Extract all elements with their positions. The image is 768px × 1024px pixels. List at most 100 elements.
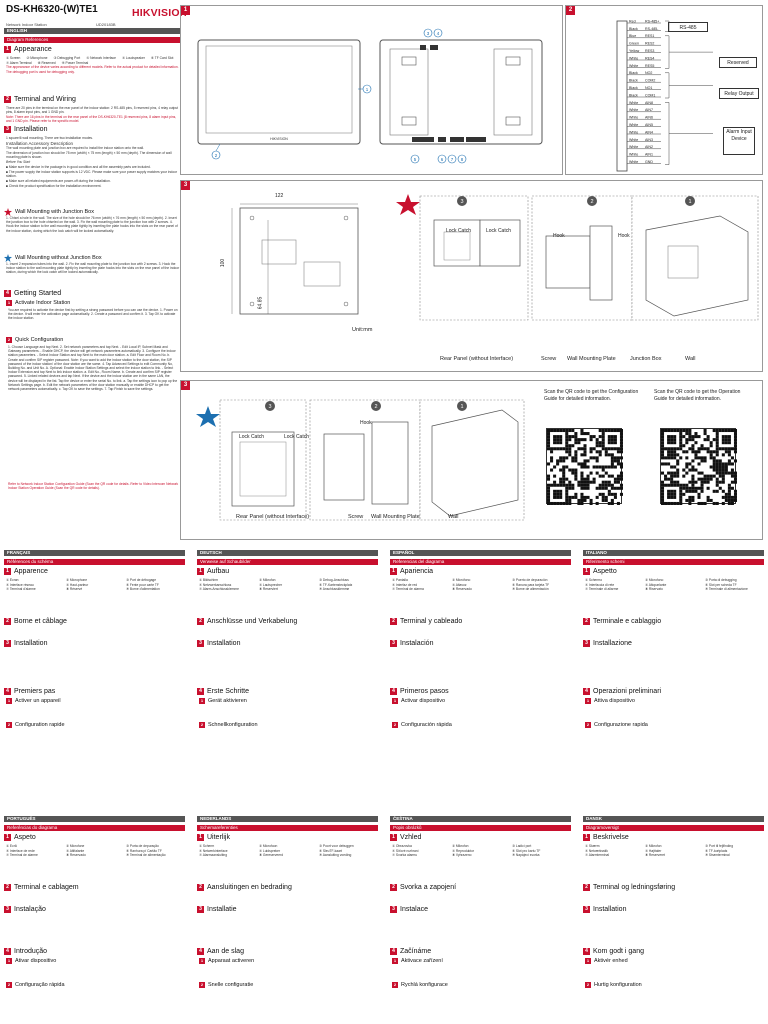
component-item: ⑦ Terminal de alarma	[392, 587, 424, 592]
wall-plate-label: Wall Mounting Plate	[567, 356, 616, 362]
section-title: Snelle configuratie	[208, 982, 254, 988]
diagram-references-bar: Referencias del diagrama	[390, 559, 571, 565]
component-item: ⑥ Ranura para tarjeta TF	[512, 582, 550, 587]
wire-color: Black	[629, 27, 638, 31]
component-network: ④ Network Interface	[86, 56, 116, 60]
component-item: ① Skærm	[585, 844, 600, 848]
installation-with-box-diagram: 3 2 1	[231, 194, 759, 321]
lock-catch-label-2: Lock Catch	[486, 228, 512, 234]
section-number: 1	[4, 46, 11, 53]
wire-color: White	[629, 116, 638, 120]
section-title: Configuración rápida	[401, 722, 452, 728]
qr-code-configuration[interactable]	[546, 428, 623, 505]
svg-text:7: 7	[451, 157, 454, 162]
component-item: ⑨ Aansluiting voeding	[319, 853, 352, 858]
wire-color: Red	[629, 19, 636, 23]
component-item: ⑦ Terminal de alarme	[6, 853, 38, 858]
screw-label-2: Screw	[348, 514, 364, 520]
section-title: Aan de slag	[207, 948, 244, 955]
section-number: 2	[4, 884, 11, 891]
svg-text:8: 8	[461, 157, 464, 162]
component-item: ① Bildschirm	[199, 578, 219, 582]
component-item: ② Microfono	[645, 578, 664, 582]
component-item: ⑦ Alarm-Anschlussklemme	[199, 587, 239, 592]
section-number: 2	[6, 982, 12, 988]
panel-number: 3	[181, 181, 190, 190]
component-item: ⑤ Lautsprecher	[259, 582, 283, 587]
diagram-references-bar: Popis obrázků	[390, 825, 571, 831]
hook-label: Hook	[553, 233, 565, 239]
hikvision-logo: HIKVISION	[132, 7, 186, 18]
wire-color: Green	[629, 42, 639, 46]
component-item: ④ Netwerkinterface	[199, 848, 228, 853]
section-number: 4	[197, 948, 204, 955]
component-item: ① Pantalla	[392, 578, 408, 582]
section-number: 4	[197, 688, 204, 695]
component-item: ③ Ladicí port	[512, 844, 532, 848]
diagram-references-bar: Schemareferenties	[197, 825, 378, 831]
section-number: 3	[4, 640, 11, 647]
svg-text:3: 3	[268, 404, 271, 410]
component-item: ③ Port de débogage	[126, 578, 157, 582]
wire-pin-name: RS-485-	[645, 27, 659, 31]
svg-text:2: 2	[590, 199, 593, 205]
qr-pattern	[661, 429, 737, 505]
svg-text:4: 4	[437, 31, 440, 36]
svg-text:2: 2	[374, 404, 377, 410]
panel-number: 3	[181, 381, 190, 390]
appearance-note-1: The appearance of the device varies acco…	[6, 65, 179, 70]
svg-text:3: 3	[427, 31, 430, 36]
component-item: ⑤ Altoparlante	[645, 582, 667, 587]
section-title: Instalace	[400, 906, 429, 913]
wire-group-bracket	[665, 72, 713, 99]
section-installation: 3 Installation	[4, 126, 47, 133]
panel-appearance-diagram	[180, 5, 563, 175]
section-title: Erste Schritte	[207, 688, 250, 695]
component-item: ③ Porta de depuração	[126, 844, 159, 848]
plate-hole-label: 64.85	[257, 296, 264, 310]
component-loudspeaker: ⑤ Loudspeaker	[121, 56, 145, 60]
section-title: Apariencia	[400, 568, 434, 575]
wire-color: White	[629, 108, 638, 112]
wire-color: Black	[629, 71, 638, 75]
section-title: Instalação	[14, 906, 46, 913]
rs485-box: RS-485	[668, 22, 708, 32]
svg-text:1: 1	[460, 404, 463, 410]
wall-mount-with-box-heading: Wall Mounting with Junction Box	[4, 208, 94, 216]
wire-pin-name: RES1	[645, 34, 654, 38]
section-title: Configuração rápida	[15, 982, 65, 988]
section-number: 1	[583, 568, 590, 575]
wire-pin-name: RES4	[645, 56, 654, 60]
section-title: Apparaat activeren	[208, 958, 255, 964]
section-title: Introdução	[14, 948, 48, 955]
component-item: ⑧ Reservado	[66, 853, 86, 858]
section-title: Installation	[14, 640, 48, 647]
section-title: Configurazione rapida	[594, 722, 648, 728]
unit-label: Unit:mm	[352, 327, 373, 333]
component-item: ⑧ Reservado	[452, 587, 472, 592]
section-title: Apparence	[14, 568, 48, 575]
section-title: Primeros pasos	[400, 688, 449, 695]
section-title: Terminal and Wiring	[14, 96, 76, 103]
language-bar: DEUTSCH	[197, 550, 378, 556]
qr-code-operation[interactable]	[660, 428, 737, 505]
svg-text:5: 5	[414, 157, 417, 162]
